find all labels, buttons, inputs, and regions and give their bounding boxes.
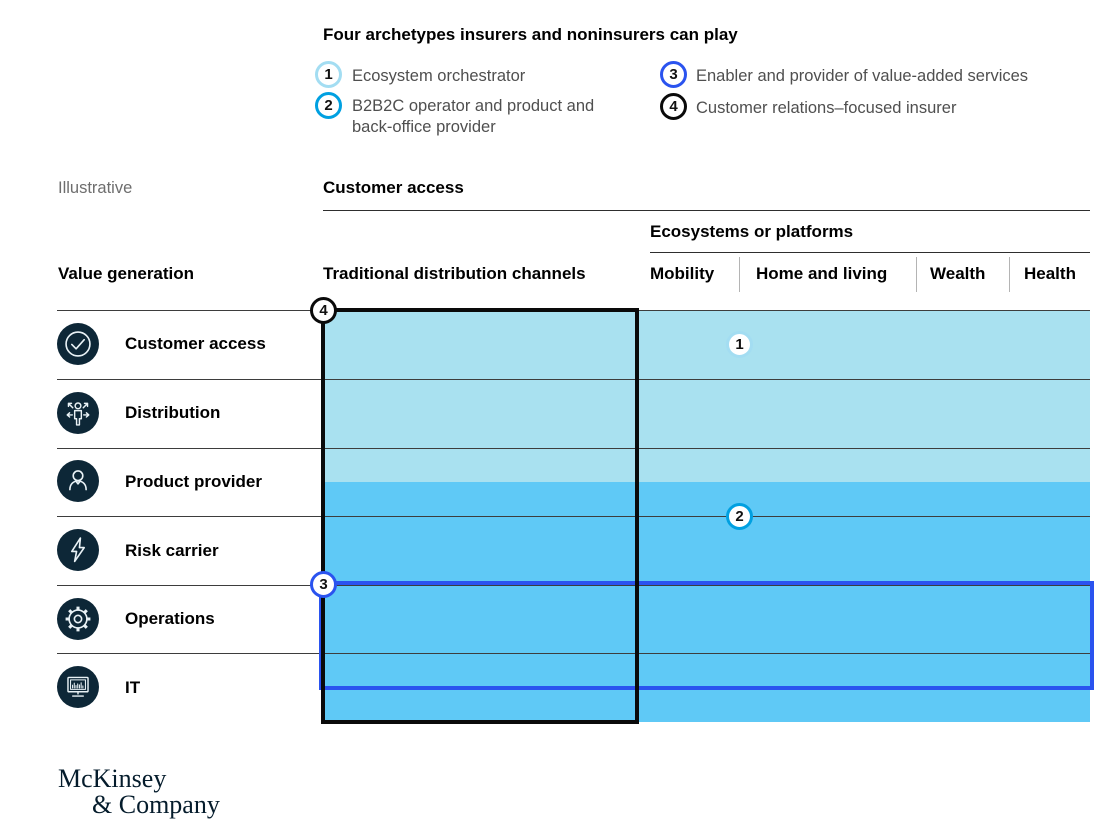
ecosystems-group-header: Ecosystems or platforms <box>650 222 854 241</box>
column-divider <box>739 257 740 292</box>
row-label-customer-access: Customer access <box>125 334 266 353</box>
check-circle-icon <box>57 323 99 365</box>
matrix-badge-4-number: 4 <box>319 302 328 319</box>
column-divider <box>1009 257 1010 292</box>
matrix-badge-1-number: 1 <box>735 336 744 353</box>
archetype-2-dark-fill <box>323 482 1090 722</box>
column-header-wealth: Wealth <box>930 264 986 283</box>
row-divider-line <box>57 448 1090 449</box>
person-arrows-icon <box>57 392 99 434</box>
archetype-3-badge: 3 <box>660 61 687 88</box>
brand-logo-line1: McKinsey <box>58 764 167 793</box>
archetype-3-number: 3 <box>669 66 678 83</box>
matrix-badge-4: 4 <box>310 297 337 324</box>
archetype-1-number: 1 <box>324 66 333 83</box>
column-divider <box>916 257 917 292</box>
row-divider-line <box>57 585 1090 586</box>
row-label-it: IT <box>125 678 141 697</box>
column-header-home-living: Home and living <box>756 264 888 283</box>
archetype-4-frame <box>321 308 639 724</box>
customer-access-rule <box>323 210 1090 211</box>
column-header-health: Health <box>1024 264 1076 283</box>
lightning-icon <box>57 529 99 571</box>
matrix-badge-3-number: 3 <box>319 576 328 593</box>
legend-item-2-label: B2B2C operator and product and back-offi… <box>352 97 595 136</box>
legend-item-4-label: Customer relations–focused insurer <box>696 99 957 117</box>
row-label-distribution: Distribution <box>125 403 221 422</box>
column-header-mobility: Mobility <box>650 264 715 283</box>
customer-access-group-header: Customer access <box>323 178 464 197</box>
value-generation-header: Value generation <box>58 264 195 283</box>
row-divider-line <box>57 653 1090 654</box>
row-label-operations: Operations <box>125 609 215 628</box>
legend-title: Four archetypes insurers and noninsurers… <box>323 25 738 44</box>
legend-item-1-label: Ecosystem orchestrator <box>352 67 526 85</box>
column-header-traditional: Traditional distribution channels <box>323 264 586 283</box>
matrix-badge-3: 3 <box>310 571 337 598</box>
row-label-risk-carrier: Risk carrier <box>125 541 219 560</box>
matrix-badge-2: 2 <box>726 503 753 530</box>
monitor-chart-icon <box>57 666 99 708</box>
archetype-4-badge: 4 <box>660 93 687 120</box>
archetype-2-number: 2 <box>324 97 333 114</box>
legend-item-3-label: Enabler and provider of value-added serv… <box>696 67 1029 85</box>
matrix-badge-1: 1 <box>726 331 753 358</box>
person-icon <box>57 460 99 502</box>
archetype-4-number: 4 <box>669 98 678 115</box>
archetype-2-badge: 2 <box>315 92 342 119</box>
row-label-product-provider: Product provider <box>125 472 262 491</box>
row-divider-line <box>57 379 1090 380</box>
gear-icon <box>57 598 99 640</box>
brand-logo-line2: & Company <box>92 790 220 819</box>
row-divider-line <box>57 516 1090 517</box>
matrix-badge-2-number: 2 <box>735 508 744 525</box>
illustrative-tag: Illustrative <box>58 179 133 197</box>
archetype-1-light-fill <box>323 310 1090 482</box>
archetype-1-badge: 1 <box>315 61 342 88</box>
ecosystems-rule <box>650 252 1090 253</box>
